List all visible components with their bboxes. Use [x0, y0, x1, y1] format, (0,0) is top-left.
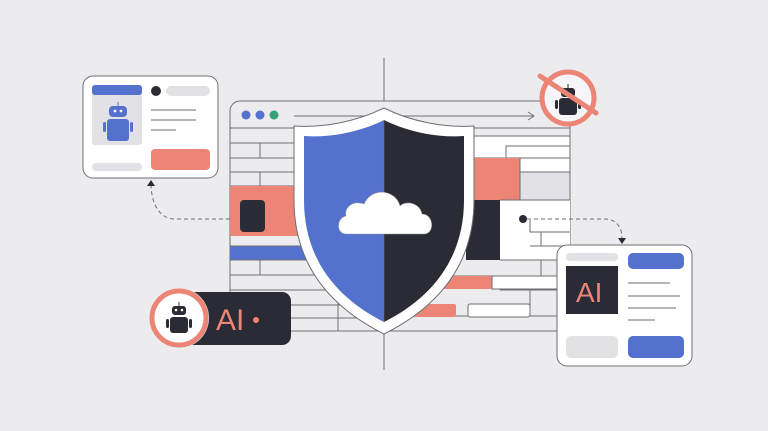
card-action-button [151, 149, 210, 170]
ai-badge-label: AI [216, 304, 244, 337]
window-dot-3[interactable] [269, 110, 279, 120]
connector-dot [519, 215, 527, 223]
arrow-up-icon [147, 180, 155, 186]
cloud-icon [338, 191, 432, 235]
robot-icon [166, 302, 192, 333]
right-card-ai-label: AI [576, 277, 602, 308]
dark-chip [240, 200, 265, 232]
arrow-down-icon [618, 238, 626, 244]
connector-right [527, 218, 623, 239]
window-dot-1[interactable] [241, 110, 251, 120]
robot-icon [103, 102, 133, 141]
prohibited-icon [539, 69, 597, 127]
connector-left [150, 185, 230, 220]
left-card[interactable] [82, 75, 219, 179]
right-card[interactable]: AI [556, 244, 693, 367]
right-card-action-button [628, 336, 684, 358]
ai-badge[interactable]: AI [149, 288, 291, 348]
window-dot-2[interactable] [255, 110, 265, 120]
blocked-bot [537, 69, 599, 127]
